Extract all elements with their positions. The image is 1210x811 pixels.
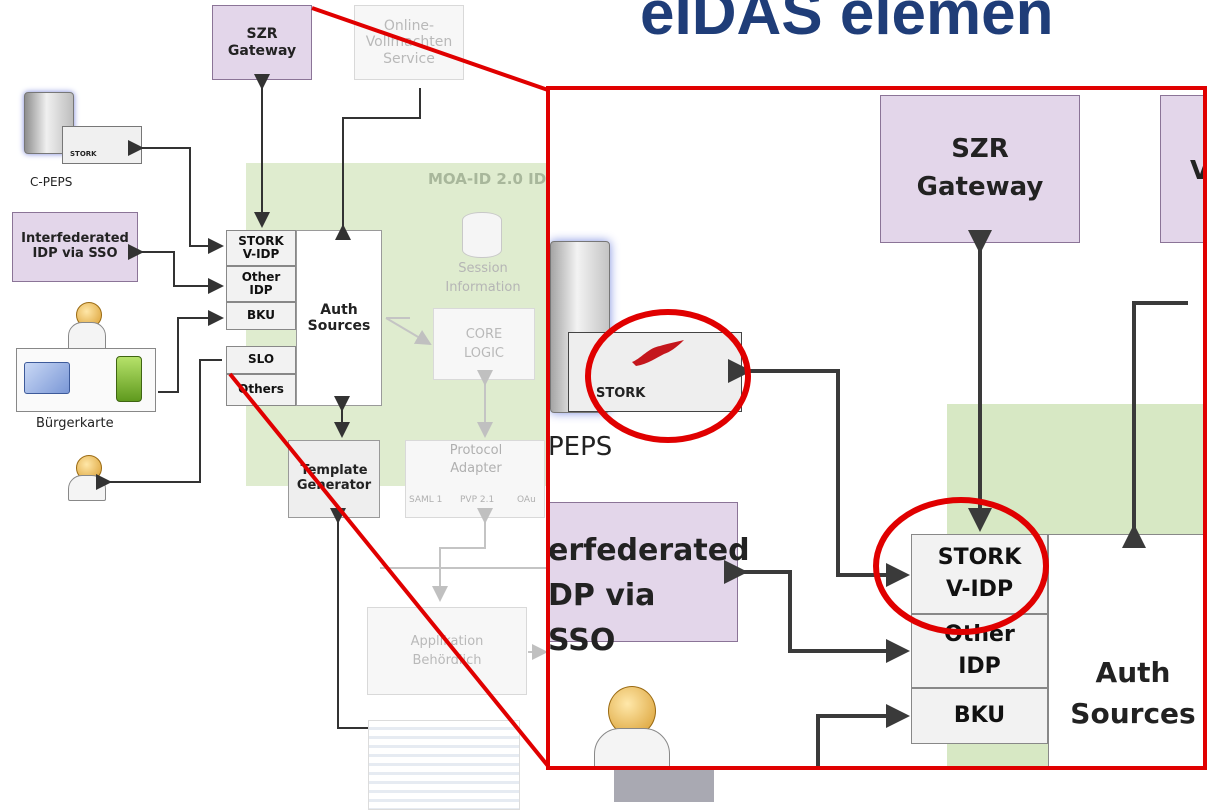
zoom-stork-label: STORK (596, 386, 646, 401)
szr-gateway-box: SZR Gateway (212, 5, 312, 80)
other-idp-cell: Other IDP (226, 266, 296, 302)
zoom-interfederated-label: erfederated DP via SSO (548, 533, 750, 658)
pvp21-label: PVP 2.1 (460, 495, 495, 505)
zoom-panel: SZR Gateway V STORK PEPS erfederated DP … (548, 88, 1205, 768)
zoom-auth-sources: Auth Sources (1048, 534, 1205, 768)
slide-title: eIDAS elemen (640, 0, 1054, 48)
moa-id-label: MOA-ID 2.0 ID (428, 170, 547, 188)
browser-thumbnail (368, 720, 520, 810)
bku-cell: BKU (226, 302, 296, 330)
stork-logo-icon (632, 340, 684, 366)
saml1-label: SAML 1 (409, 495, 443, 505)
smartcard-icon (24, 362, 70, 394)
vidp-highlight-circle (873, 497, 1049, 635)
mobile-phone-icon (116, 356, 142, 402)
oauth-label: OAu (517, 495, 536, 505)
zoom-interfederated (548, 502, 738, 642)
stork-card-label: STORK (70, 150, 97, 158)
buergerkarte-label: Bürgerkarte (36, 416, 114, 431)
protocol-adapter-box (405, 440, 545, 518)
others-cell: Others (226, 374, 296, 406)
session-information-label: Session Information (445, 261, 521, 295)
zoom-person-head (608, 686, 656, 736)
zoom-online-vollmachten (1160, 95, 1205, 243)
applikation-box: Applikation Behördlich (367, 607, 527, 695)
zoom-connector-layer (724, 230, 1188, 768)
core-logic-box: CORE LOGIC (433, 308, 535, 380)
zoom-stork-logo (626, 340, 686, 370)
protocol-adapter-label: Protocol Adapter (449, 443, 503, 477)
zoom-v-letter: V (1190, 156, 1205, 186)
zoom-peps-label: PEPS (548, 432, 613, 462)
zoom-stork-vidp-cell: STORK V-IDP (911, 534, 1048, 614)
slo-cell: SLO (226, 346, 296, 374)
zoom-person-body (594, 728, 670, 768)
stork-vidp-cell: STORK V-IDP (226, 230, 296, 266)
auth-sources-box: Auth Sources (296, 230, 382, 406)
zoom-bku-cell: BKU (911, 688, 1048, 744)
c-peps-label: C-PEPS (30, 175, 73, 189)
database-icon (462, 212, 502, 258)
stork-highlight-circle (585, 309, 751, 443)
